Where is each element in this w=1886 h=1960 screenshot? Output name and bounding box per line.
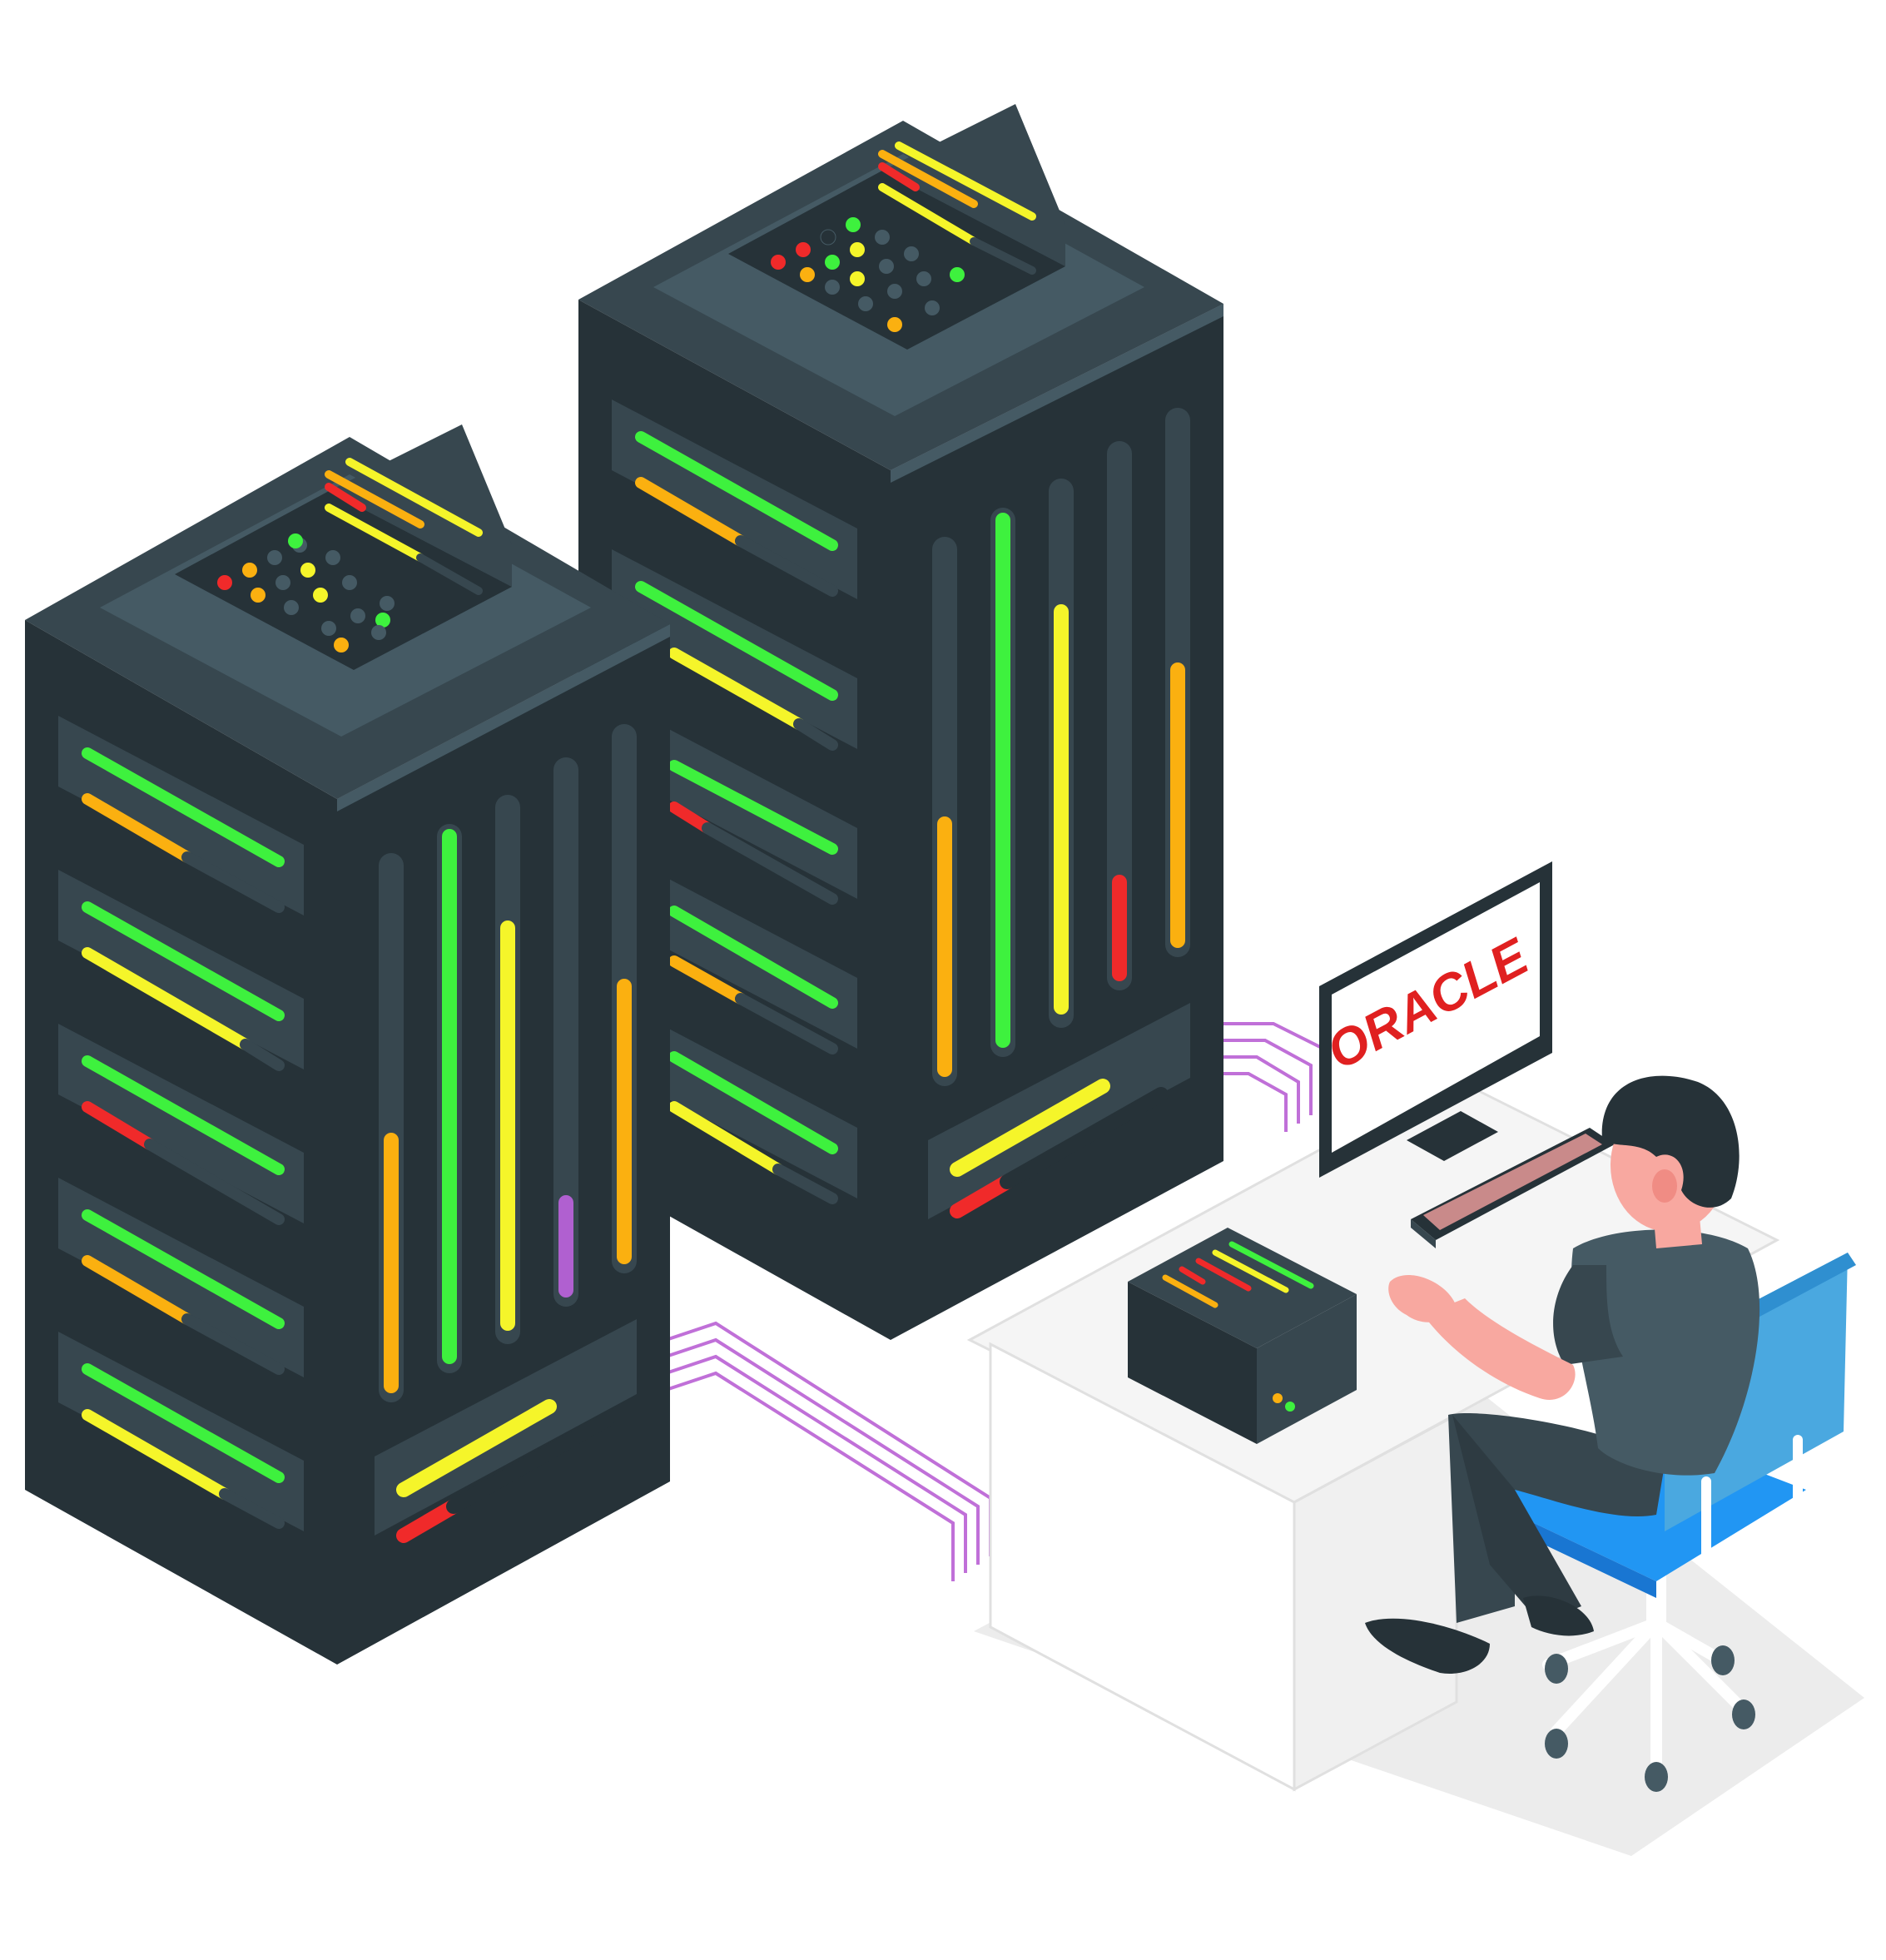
meters-front	[379, 724, 637, 1402]
drive-bays-back	[612, 399, 857, 1204]
meters-back	[932, 408, 1190, 1086]
server-rack-back	[578, 104, 1223, 1340]
keyboard-icon	[1411, 1128, 1615, 1248]
server-rack-front	[25, 424, 670, 1665]
status-lights-front	[217, 533, 395, 653]
person-icon	[1365, 1075, 1760, 1674]
small-server-box	[1128, 1228, 1357, 1444]
status-lights-back	[771, 217, 965, 332]
drive-bays-front	[58, 716, 304, 1531]
